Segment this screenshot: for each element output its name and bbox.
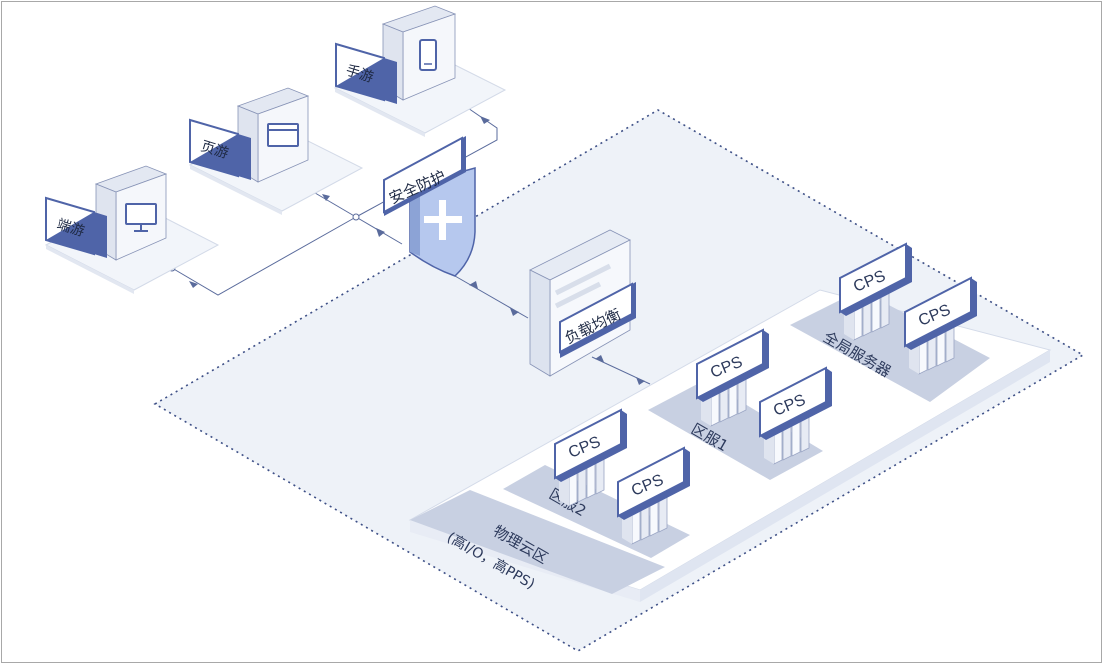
server-base (844, 310, 854, 340)
client-label-web: 页游 (199, 139, 230, 162)
cps-server: CPS (839, 242, 912, 341)
client-web-game: 页游 (188, 87, 364, 215)
security-protection: 安全防护 (383, 136, 476, 277)
client-label-tag: 手游 (335, 42, 397, 104)
client-label-mobile: 手游 (344, 63, 375, 86)
cps-server: CPS (759, 366, 832, 465)
cps-server: CPS (696, 328, 769, 427)
cps-tag-face (696, 328, 764, 400)
client-pc-game: 端游 (44, 165, 220, 294)
load-balancer: 负载均衡 (529, 229, 636, 377)
lb-lines (554, 263, 612, 309)
cps-server: CPS (554, 408, 627, 507)
server-base (622, 514, 632, 544)
client-mobile-game: 手游 (333, 5, 507, 137)
server-base (559, 476, 569, 506)
shield-plus-icon (409, 167, 476, 277)
cps-server: CPS (904, 276, 977, 375)
server-base (764, 434, 774, 464)
security-label-tag: 安全防护 (383, 136, 466, 216)
monitor-icon (125, 203, 157, 232)
client-label-tag: 端游 (45, 196, 107, 258)
zone-band-global (790, 290, 990, 402)
cps-tag-face (554, 408, 622, 480)
cps-tag-face (839, 242, 907, 314)
browser-window-icon (267, 123, 299, 147)
cps-tag-face (904, 276, 972, 348)
client-label-tag: 页游 (189, 118, 251, 180)
arrow-heads (189, 116, 645, 385)
client-label-pc: 端游 (55, 217, 86, 240)
zone-band-physical (410, 490, 665, 594)
server-base (909, 344, 919, 374)
server-base (701, 396, 711, 426)
cps-tag-face (759, 366, 827, 438)
cps-tag-face (617, 446, 685, 518)
cps-server: CPS (617, 446, 690, 545)
phone-icon (419, 39, 437, 71)
